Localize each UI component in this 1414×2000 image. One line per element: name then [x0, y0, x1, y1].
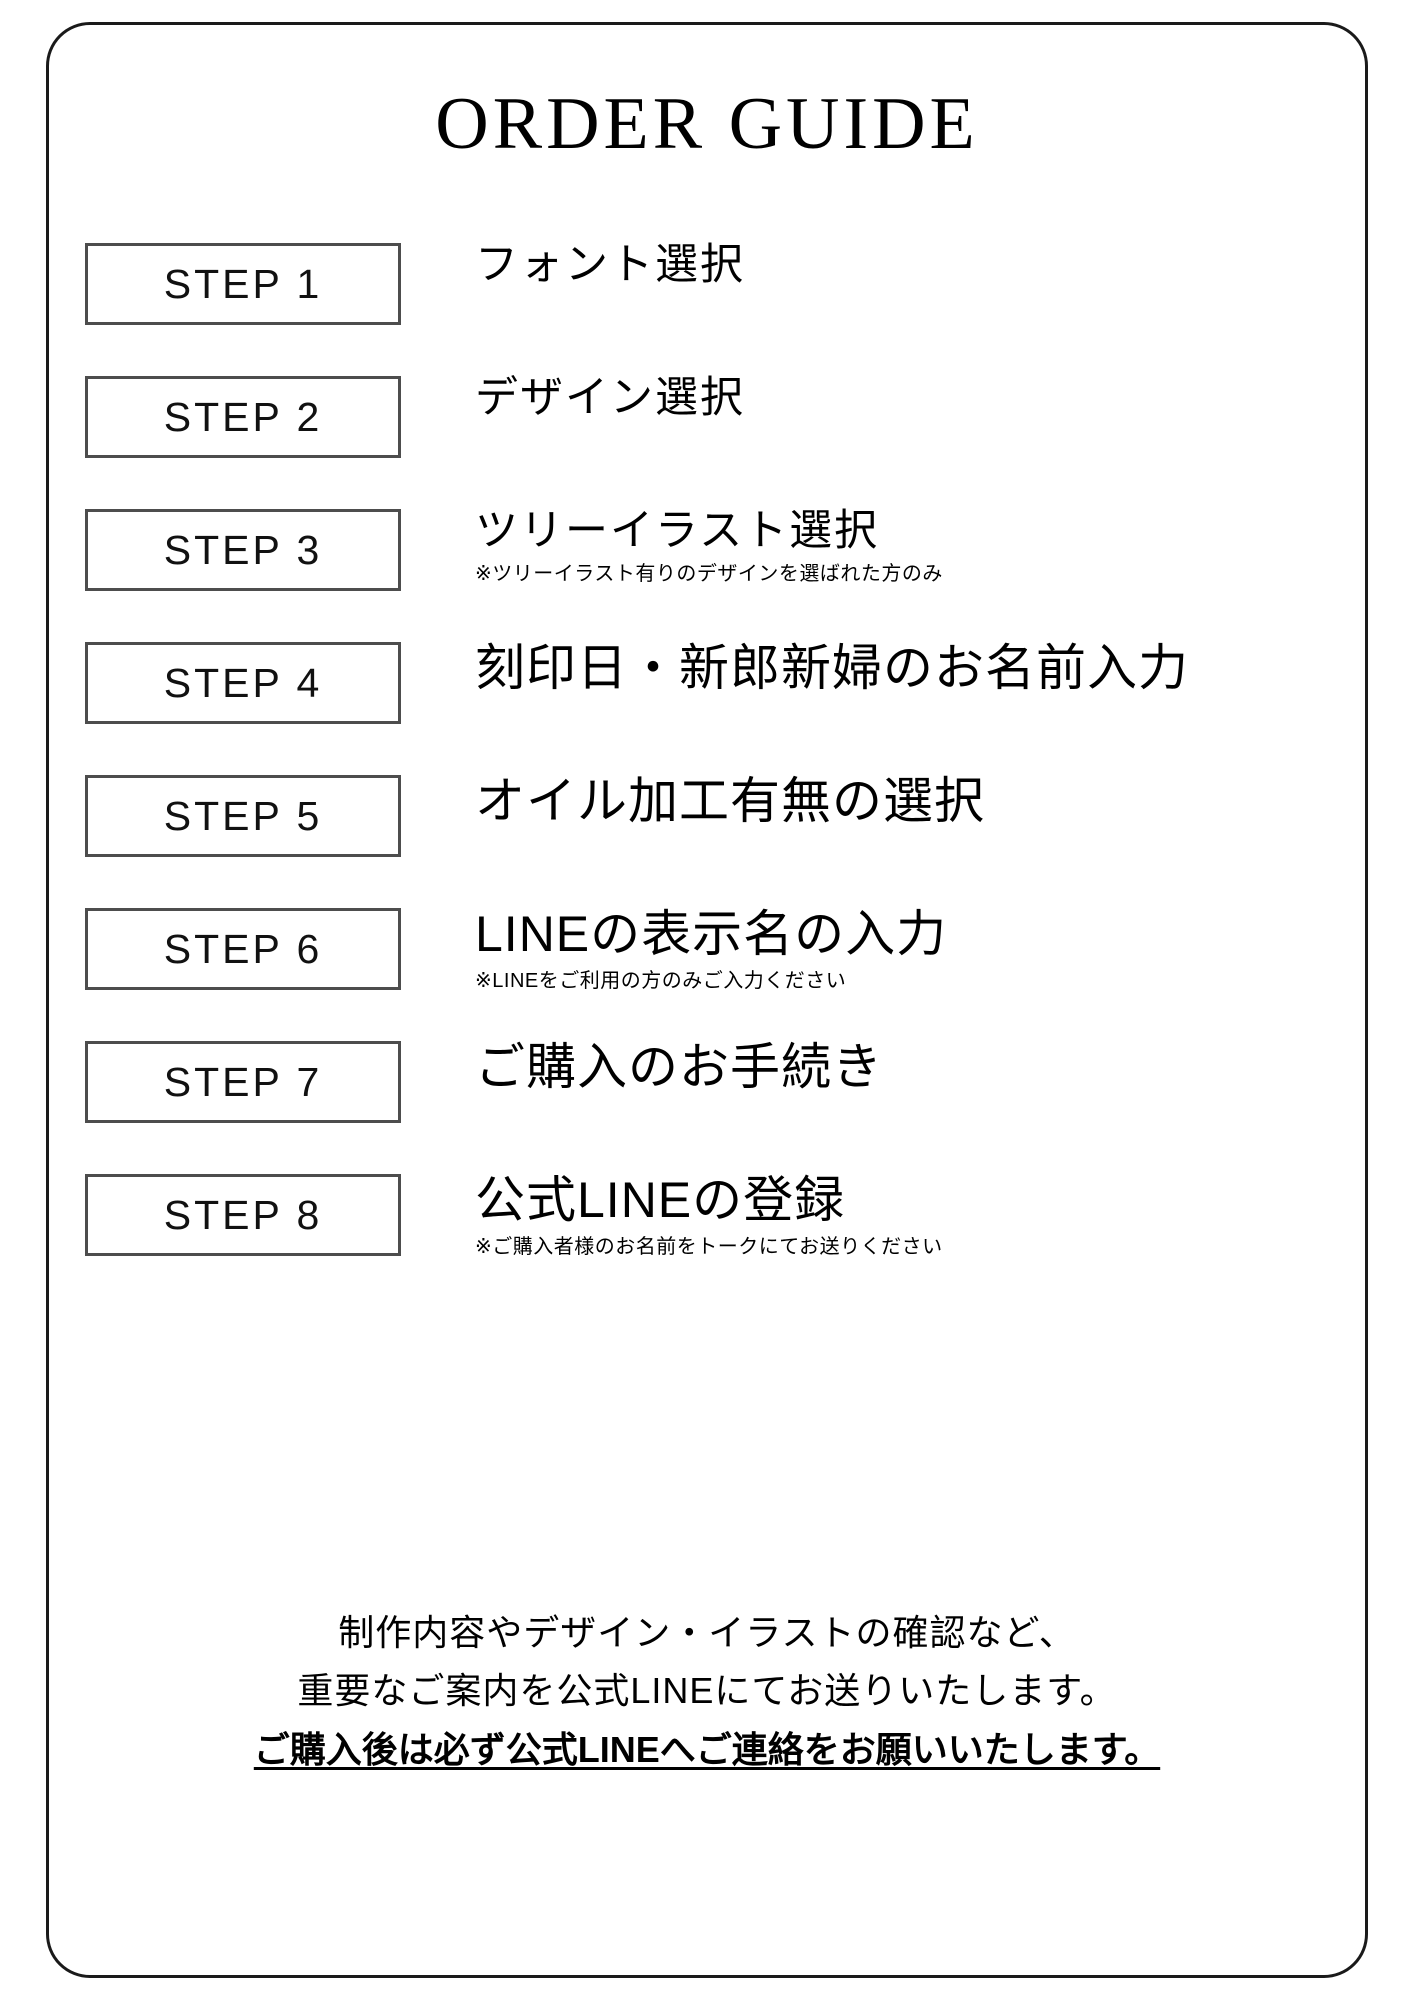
step-box-label: STEP 8 [163, 1192, 323, 1238]
step-title: ツリーイラスト選択 [475, 507, 880, 555]
step-text-block: 公式LINEの登録 ※ご購入者様のお名前をトークにてお送りください [475, 1172, 1341, 1260]
step-box-label: STEP 3 [163, 527, 323, 573]
step-title: オイル加工有無の選択 [475, 773, 985, 829]
step-title: デザイン選択 [475, 374, 745, 422]
steps-list: STEP 1 フォント選択 STEP 2 デザイン選択 STEP 3 ツリーイラスト選択 ※… [85, 241, 1341, 1307]
step-box-label: STEP 4 [163, 660, 323, 706]
step-box-4[interactable]: STEP 4 [85, 642, 401, 724]
step-text-block: ツリーイラスト選択 ※ツリーイラスト有りのデザインを選ばれた方のみ [475, 507, 1341, 587]
step-row: STEP 1 フォント選択 [85, 241, 1341, 376]
step-text-block: LINEの表示名の入力 ※LINEをご利用の方のみご入力ください [475, 906, 1341, 994]
step-box-8[interactable]: STEP 8 [85, 1174, 401, 1256]
step-title: LINEの表示名の入力 [475, 906, 948, 962]
step-row: STEP 7 ご購入のお手続き [85, 1039, 1341, 1174]
step-text-block: 刻印日・新郎新婦のお名前入力 [475, 640, 1341, 696]
page-title: ORDER GUIDE [435, 83, 979, 165]
step-text-block: デザイン選択 [475, 374, 1341, 422]
step-box-label: STEP 5 [163, 793, 323, 839]
step-title: 公式LINEの登録 [475, 1172, 846, 1228]
step-text-block: フォント選択 [475, 241, 1341, 289]
step-title: フォント選択 [475, 241, 745, 289]
step-row: STEP 8 公式LINEの登録 ※ご購入者様のお名前をトークにてお送りください [85, 1172, 1341, 1307]
step-box-2[interactable]: STEP 2 [85, 376, 401, 458]
footer-line-2: 重要なご案内を公式LINEにてお送りいたします。 [297, 1670, 1117, 1712]
step-note: ※LINEをご利用の方のみご入力ください [475, 970, 847, 992]
step-title: ご購入のお手続き [475, 1039, 883, 1095]
step-text-block: オイル加工有無の選択 [475, 773, 1341, 829]
step-text-block: ご購入のお手続き [475, 1039, 1341, 1095]
step-box-5[interactable]: STEP 5 [85, 775, 401, 857]
step-row: STEP 4 刻印日・新郎新婦のお名前入力 [85, 640, 1341, 775]
footer-line-1: 制作内容やデザイン・イラストの確認など、 [338, 1612, 1076, 1654]
footer-notes: 制作内容やデザイン・イラストの確認など、 重要なご案内を公式LINEにてお送りい… [49, 1604, 1365, 1779]
step-row: STEP 6 LINEの表示名の入力 ※LINEをご利用の方のみご入力ください [85, 906, 1341, 1041]
step-box-label: STEP 6 [163, 926, 323, 972]
step-box-label: STEP 7 [163, 1059, 323, 1105]
step-box-label: STEP 2 [163, 394, 323, 440]
step-box-7[interactable]: STEP 7 [85, 1041, 401, 1123]
step-box-label: STEP 1 [163, 261, 323, 307]
step-row: STEP 5 オイル加工有無の選択 [85, 773, 1341, 908]
step-box-6[interactable]: STEP 6 [85, 908, 401, 990]
step-title: 刻印日・新郎新婦のお名前入力 [475, 640, 1189, 696]
step-note: ※ご購入者様のお名前をトークにてお送りください [475, 1236, 943, 1258]
step-box-3[interactable]: STEP 3 [85, 509, 401, 591]
step-row: STEP 2 デザイン選択 [85, 374, 1341, 509]
step-row: STEP 3 ツリーイラスト選択 ※ツリーイラスト有りのデザインを選ばれた方のみ [85, 507, 1341, 642]
step-note: ※ツリーイラスト有りのデザインを選ばれた方のみ [475, 563, 943, 586]
footer-line-3: ご購入後は必ず公式LINEへご連絡をお願いいたします。 [253, 1728, 1161, 1770]
step-box-1[interactable]: STEP 1 [85, 243, 401, 325]
